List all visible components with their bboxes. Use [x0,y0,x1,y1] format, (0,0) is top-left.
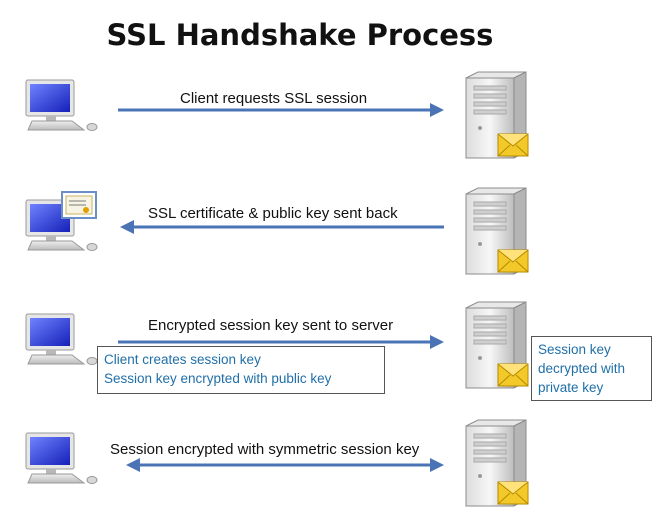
arrow-head-left [120,220,134,234]
certificate-icon [61,191,97,219]
diagram-title: SSL Handshake Process [106,18,494,52]
envelope-icon [497,133,529,157]
arrow-head-right [430,103,444,117]
arrow-head-left [126,458,140,472]
envelope-icon [497,481,529,505]
step-4-label: Session encrypted with symmetric session… [110,441,420,458]
envelope-icon [497,249,529,273]
envelope-icon [497,363,529,387]
server-note-line: Session key [538,342,611,357]
arrow-head-right [430,335,444,349]
client-note-line: Client creates session key [104,352,261,367]
client-note-line: Session key encrypted with public key [104,371,332,386]
arrow-head-right [430,458,444,472]
step-1-label: Client requests SSL session [180,90,368,107]
server-note-line: decrypted with [538,361,626,376]
server-note-box: Session key decrypted with private key [531,336,652,401]
client-computer-icon [25,79,98,131]
server-note-line: private key [538,380,604,395]
client-computer-icon [25,313,98,365]
client-computer-icon [25,432,98,484]
step-3-label: Encrypted session key sent to server [148,317,394,334]
step-2-label: SSL certificate & public key sent back [148,205,398,222]
client-note-box: Client creates session key Session key e… [97,346,385,394]
